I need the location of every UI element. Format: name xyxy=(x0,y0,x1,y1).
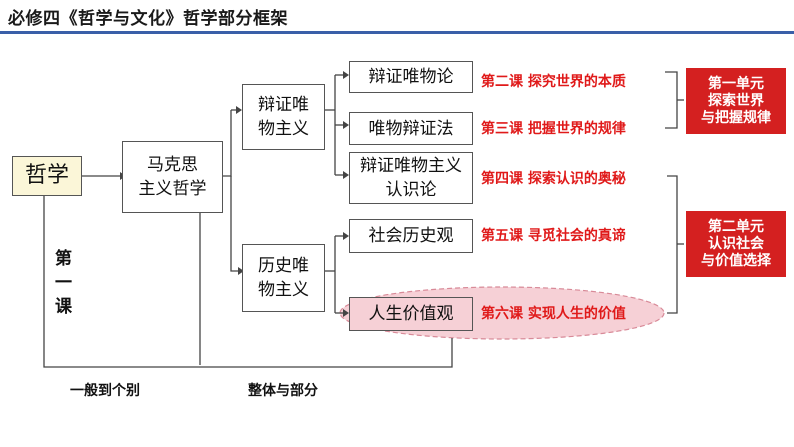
lesson-3-label: 第三课 把握世界的规律 xyxy=(481,121,626,137)
lishi-weiwu-box: 历史唯 物主义 xyxy=(242,244,325,312)
makesi-label-line1: 马克思 xyxy=(147,155,198,175)
unit-2-line3: 与价值选择 xyxy=(701,252,771,269)
bianzheng-label-line1: 辩证唯 xyxy=(258,95,309,115)
zhexue-label: 哲学 xyxy=(24,163,69,188)
makesi-label-line2: 主义哲学 xyxy=(138,179,207,199)
weiwulun-box: 辩证唯物论 xyxy=(349,61,473,93)
unit-1-line2: 探索世界 xyxy=(708,92,764,109)
lesson-5-label: 第五课 寻觅社会的真谛 xyxy=(481,228,626,244)
bianzheng-label-line2: 物主义 xyxy=(258,119,309,139)
page-title: 必修四《哲学与文化》哲学部分框架 xyxy=(8,9,288,29)
bianzhengfa-label: 唯物辩证法 xyxy=(368,118,454,139)
unit-2-box: 第二单元 认识社会 与价值选择 xyxy=(686,211,786,277)
unit-1-box: 第一单元 探索世界 与把握规律 xyxy=(686,68,786,134)
side-label-char-1: 第 xyxy=(55,249,72,269)
rensheng-label: 人生价值观 xyxy=(368,304,454,324)
renshilun-label-line2: 认识论 xyxy=(385,180,437,200)
zhexue-box: 哲学 xyxy=(12,156,82,196)
unit-1-line3: 与把握规律 xyxy=(701,109,771,126)
unit-1-line1: 第一单元 xyxy=(708,75,764,92)
shehui-lishi-box: 社会历史观 xyxy=(349,219,473,253)
side-label-char-3: 课 xyxy=(55,297,72,317)
bianzhengfa-box: 唯物辩证法 xyxy=(349,112,473,145)
lishi-label-line2: 物主义 xyxy=(258,280,309,300)
unit-2-line2: 认识社会 xyxy=(708,235,764,252)
makesi-box: 马克思 主义哲学 xyxy=(122,141,223,213)
general-to-individual-note: 一般到个别 xyxy=(70,383,140,399)
side-label-char-2: 一 xyxy=(55,273,72,293)
shehui-label: 社会历史观 xyxy=(368,226,454,246)
weiwulun-label: 辩证唯物论 xyxy=(368,67,454,87)
renshilun-label-line1: 辩证唯物主义 xyxy=(360,156,462,176)
title-underline xyxy=(0,31,794,34)
whole-and-part-note: 整体与部分 xyxy=(248,383,318,399)
unit-2-line1: 第二单元 xyxy=(708,218,764,235)
lesson-4-label: 第四课 探索认识的奥秘 xyxy=(481,171,626,187)
bianzheng-weiwu-box: 辩证唯 物主义 xyxy=(242,84,325,150)
rensheng-jiazhi-box: 人生价值观 xyxy=(349,297,473,331)
lesson-2-label: 第二课 探究世界的本质 xyxy=(481,74,626,90)
lesson-6-label: 第六课 实现人生的价值 xyxy=(481,306,626,322)
renshilun-box: 辩证唯物主义 认识论 xyxy=(349,152,473,204)
lishi-label-line1: 历史唯 xyxy=(258,256,309,276)
